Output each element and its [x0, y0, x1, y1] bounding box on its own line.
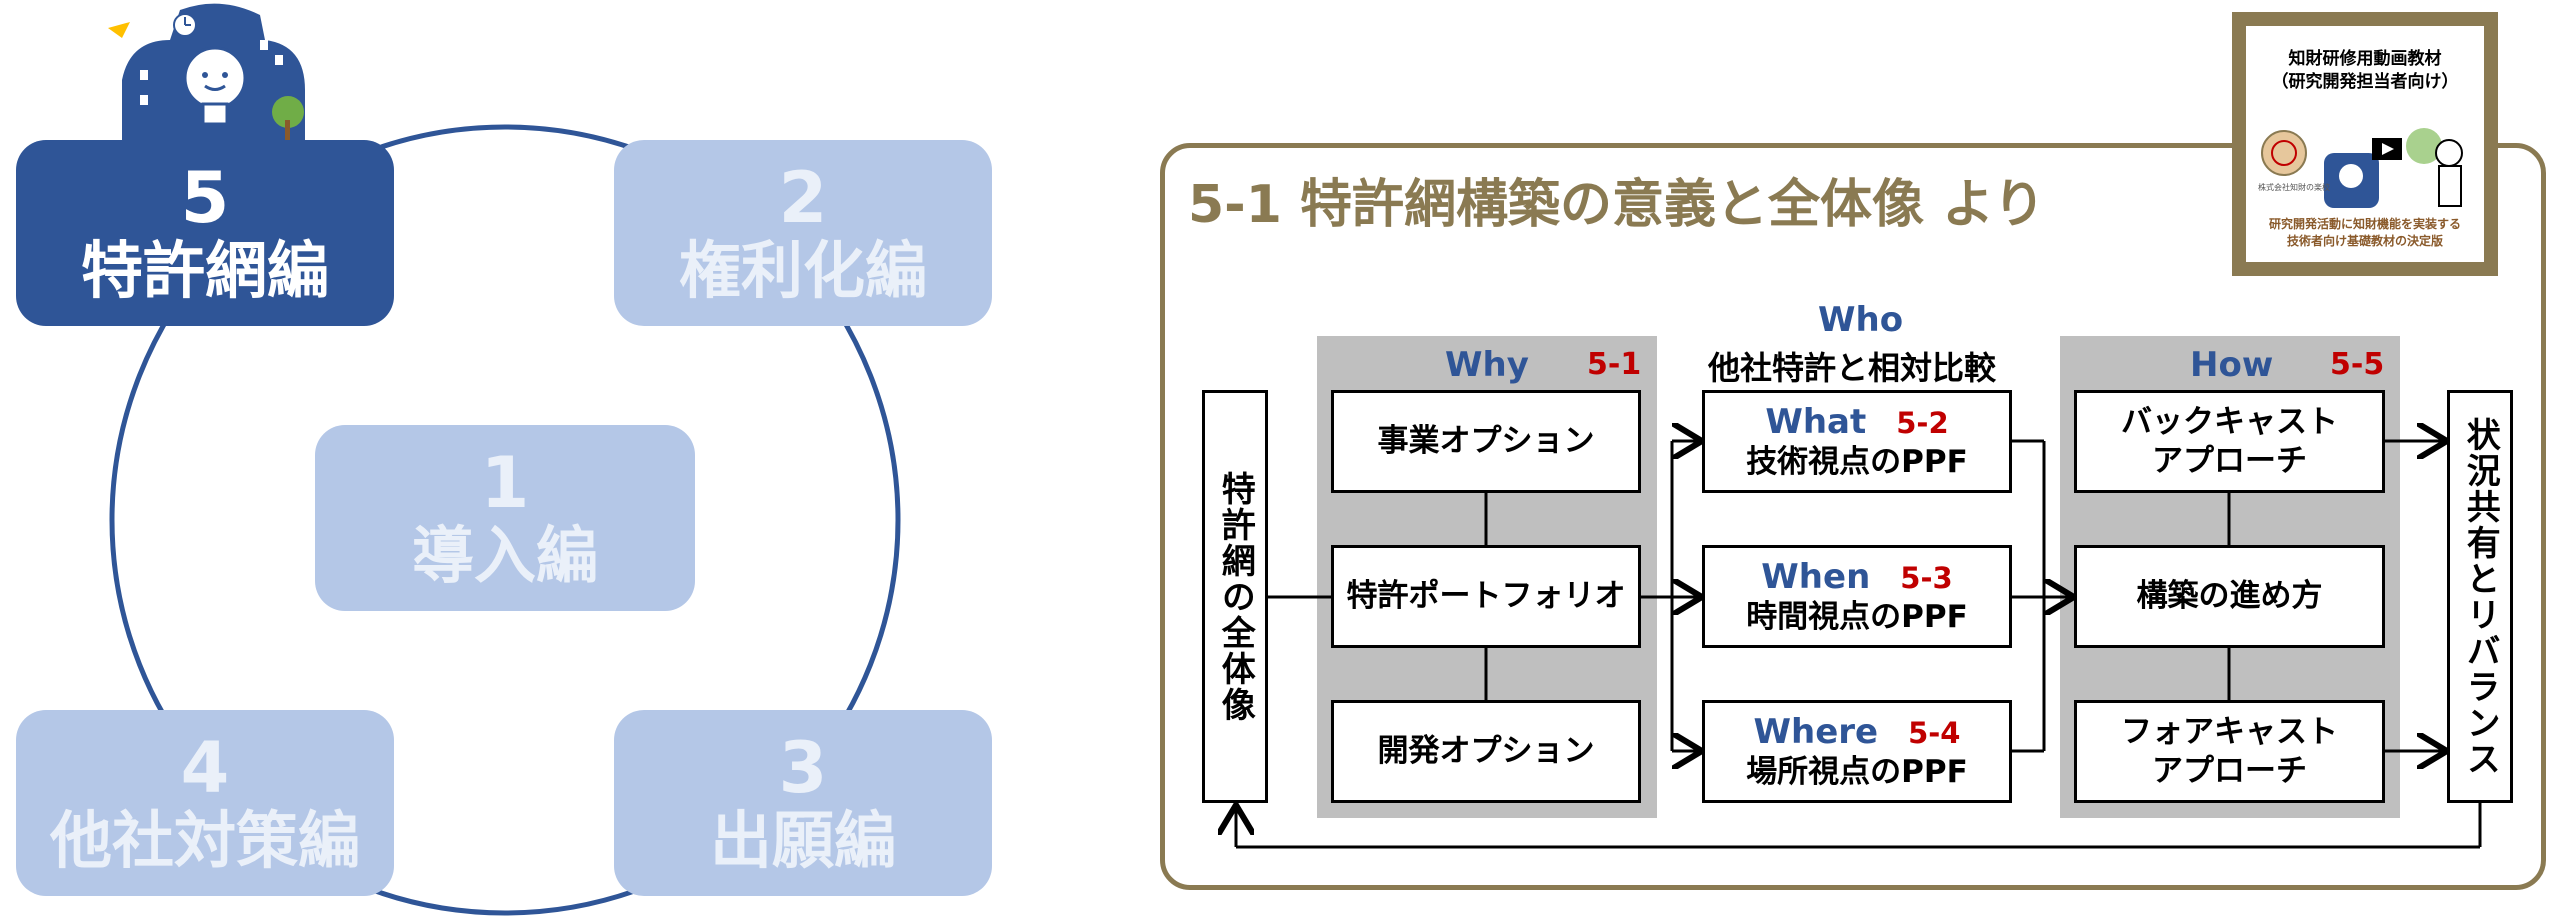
- node-sub: 技術視点のPPF: [1746, 443, 1968, 482]
- node-label: Where: [1753, 711, 1878, 754]
- business-option-node: 事業オプション: [1331, 390, 1641, 493]
- node-code: 5-2: [1896, 405, 1948, 441]
- node-line2: アプローチ: [2152, 752, 2307, 791]
- node-label: 特許ポートフォリオ: [1347, 577, 1626, 616]
- node-sub: 場所視点のPPF: [1746, 753, 1968, 792]
- node-line1: フォアキャスト: [2121, 713, 2338, 752]
- construction-steps-node: 構築の進め方: [2074, 545, 2385, 648]
- thumbnail-title-line1: 知財研修用動画教材: [2246, 48, 2484, 71]
- development-option-node: 開発オプション: [1331, 700, 1641, 803]
- thumbnail-company: 株式会社知財の楽校: [2258, 182, 2330, 192]
- overall-picture-box: 特許網の全体像: [1202, 390, 1268, 803]
- course-thumbnail[interactable]: 知財研修用動画教材 （研究開発担当者向け） 株式会社知財の楽校 研究開発活動に知…: [2232, 12, 2498, 276]
- forecast-node: フォアキャスト アプローチ: [2074, 700, 2385, 803]
- where-node: Where 5-4 場所視点のPPF: [1702, 700, 2012, 803]
- node-label: When: [1761, 556, 1870, 599]
- backcast-node: バックキャスト アプローチ: [2074, 390, 2385, 493]
- node-label: What: [1765, 401, 1866, 444]
- share-rebalance-box: 状況共有とリバランス: [2447, 390, 2513, 803]
- node-label: 開発オプション: [1378, 732, 1595, 771]
- thumbnail-title-line2: （研究開発担当者向け）: [2246, 71, 2484, 94]
- node-sub: 時間視点のPPF: [1746, 598, 1968, 637]
- thumbnail-footer-line2: 技術者向け基礎教材の決定版: [2246, 233, 2484, 250]
- when-node: When 5-3 時間視点のPPF: [1702, 545, 2012, 648]
- thumbnail-illustration: 株式会社知財の楽校: [2254, 118, 2476, 218]
- what-node: What 5-2 技術視点のPPF: [1702, 390, 2012, 493]
- patent-portfolio-node: 特許ポートフォリオ: [1331, 545, 1641, 648]
- node-code: 5-3: [1900, 560, 1952, 596]
- node-line1: 構築の進め方: [2137, 577, 2323, 616]
- thumbnail-footer-line1: 研究開発活動に知財機能を実装する: [2246, 216, 2484, 233]
- overall-picture-label: 特許網の全体像: [1214, 471, 1257, 723]
- share-rebalance-label: 状況共有とリバランス: [2459, 417, 2502, 777]
- node-line1: バックキャスト: [2121, 403, 2338, 442]
- node-label: 事業オプション: [1378, 422, 1595, 461]
- node-line2: アプローチ: [2152, 442, 2307, 481]
- node-code: 5-4: [1908, 715, 1960, 751]
